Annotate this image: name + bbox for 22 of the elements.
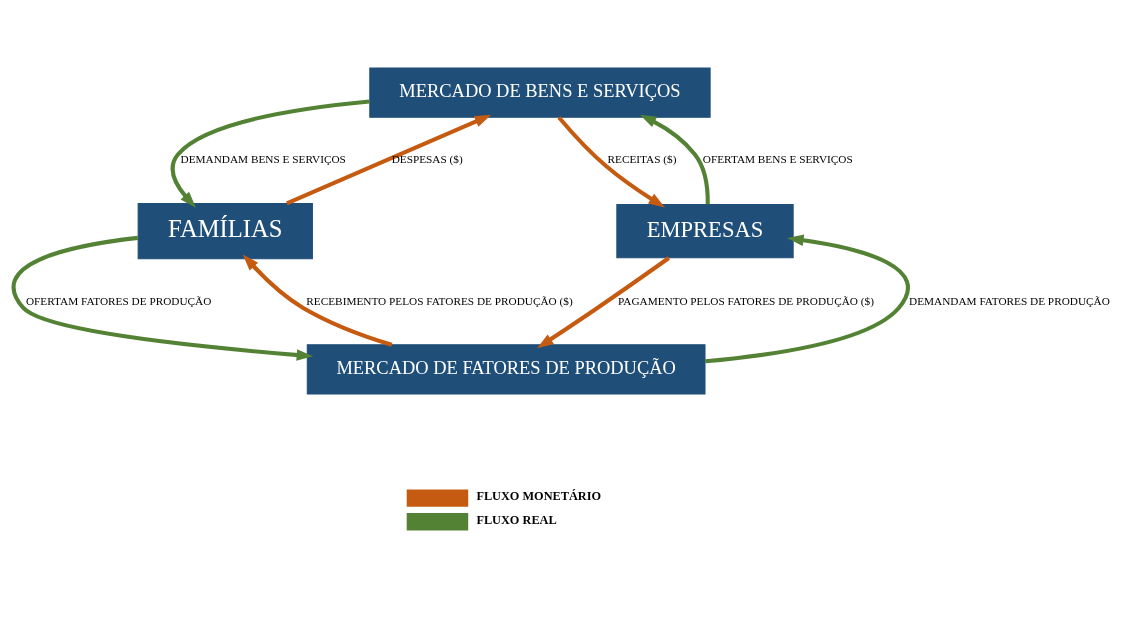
edge-label: RECEITAS ($) [607, 152, 677, 165]
arrow [557, 115, 665, 207]
arrow [639, 114, 710, 204]
edge-label: DEMANDAM FATORES DE PRODUÇÃO [909, 294, 1110, 307]
legend-label: FLUXO REAL [476, 512, 557, 527]
arrow [286, 114, 492, 205]
arrow [242, 253, 393, 347]
arrow [537, 255, 670, 348]
node-box: EMPRESAS [616, 203, 794, 258]
arrow [170, 98, 370, 208]
node-box: FAMÍLIAS [137, 202, 313, 259]
legend-label: FLUXO MONETÁRIO [476, 488, 602, 503]
edge-label: OFERTAM FATORES DE PRODUÇÃO [25, 294, 212, 307]
node-box: MERCADO DE FATORES DE PRODUÇÃO [306, 343, 706, 395]
edge-label: PAGAMENTO PELOS FATORES DE PRODUÇÃO ($) [618, 294, 874, 307]
arrow [705, 234, 910, 363]
edge-label: OFERTAM BENS E SERVIÇOS [702, 152, 853, 165]
edge-label: RECEBIMENTO PELOS FATORES DE PRODUÇÃO ($) [306, 294, 573, 307]
edge-label: DEMANDAM BENS E SERVIÇOS [180, 152, 346, 165]
node-box: MERCADO DE BENS E SERVIÇOS [369, 67, 711, 118]
edge-label: DESPESAS ($) [391, 152, 463, 165]
arrow [11, 235, 314, 361]
